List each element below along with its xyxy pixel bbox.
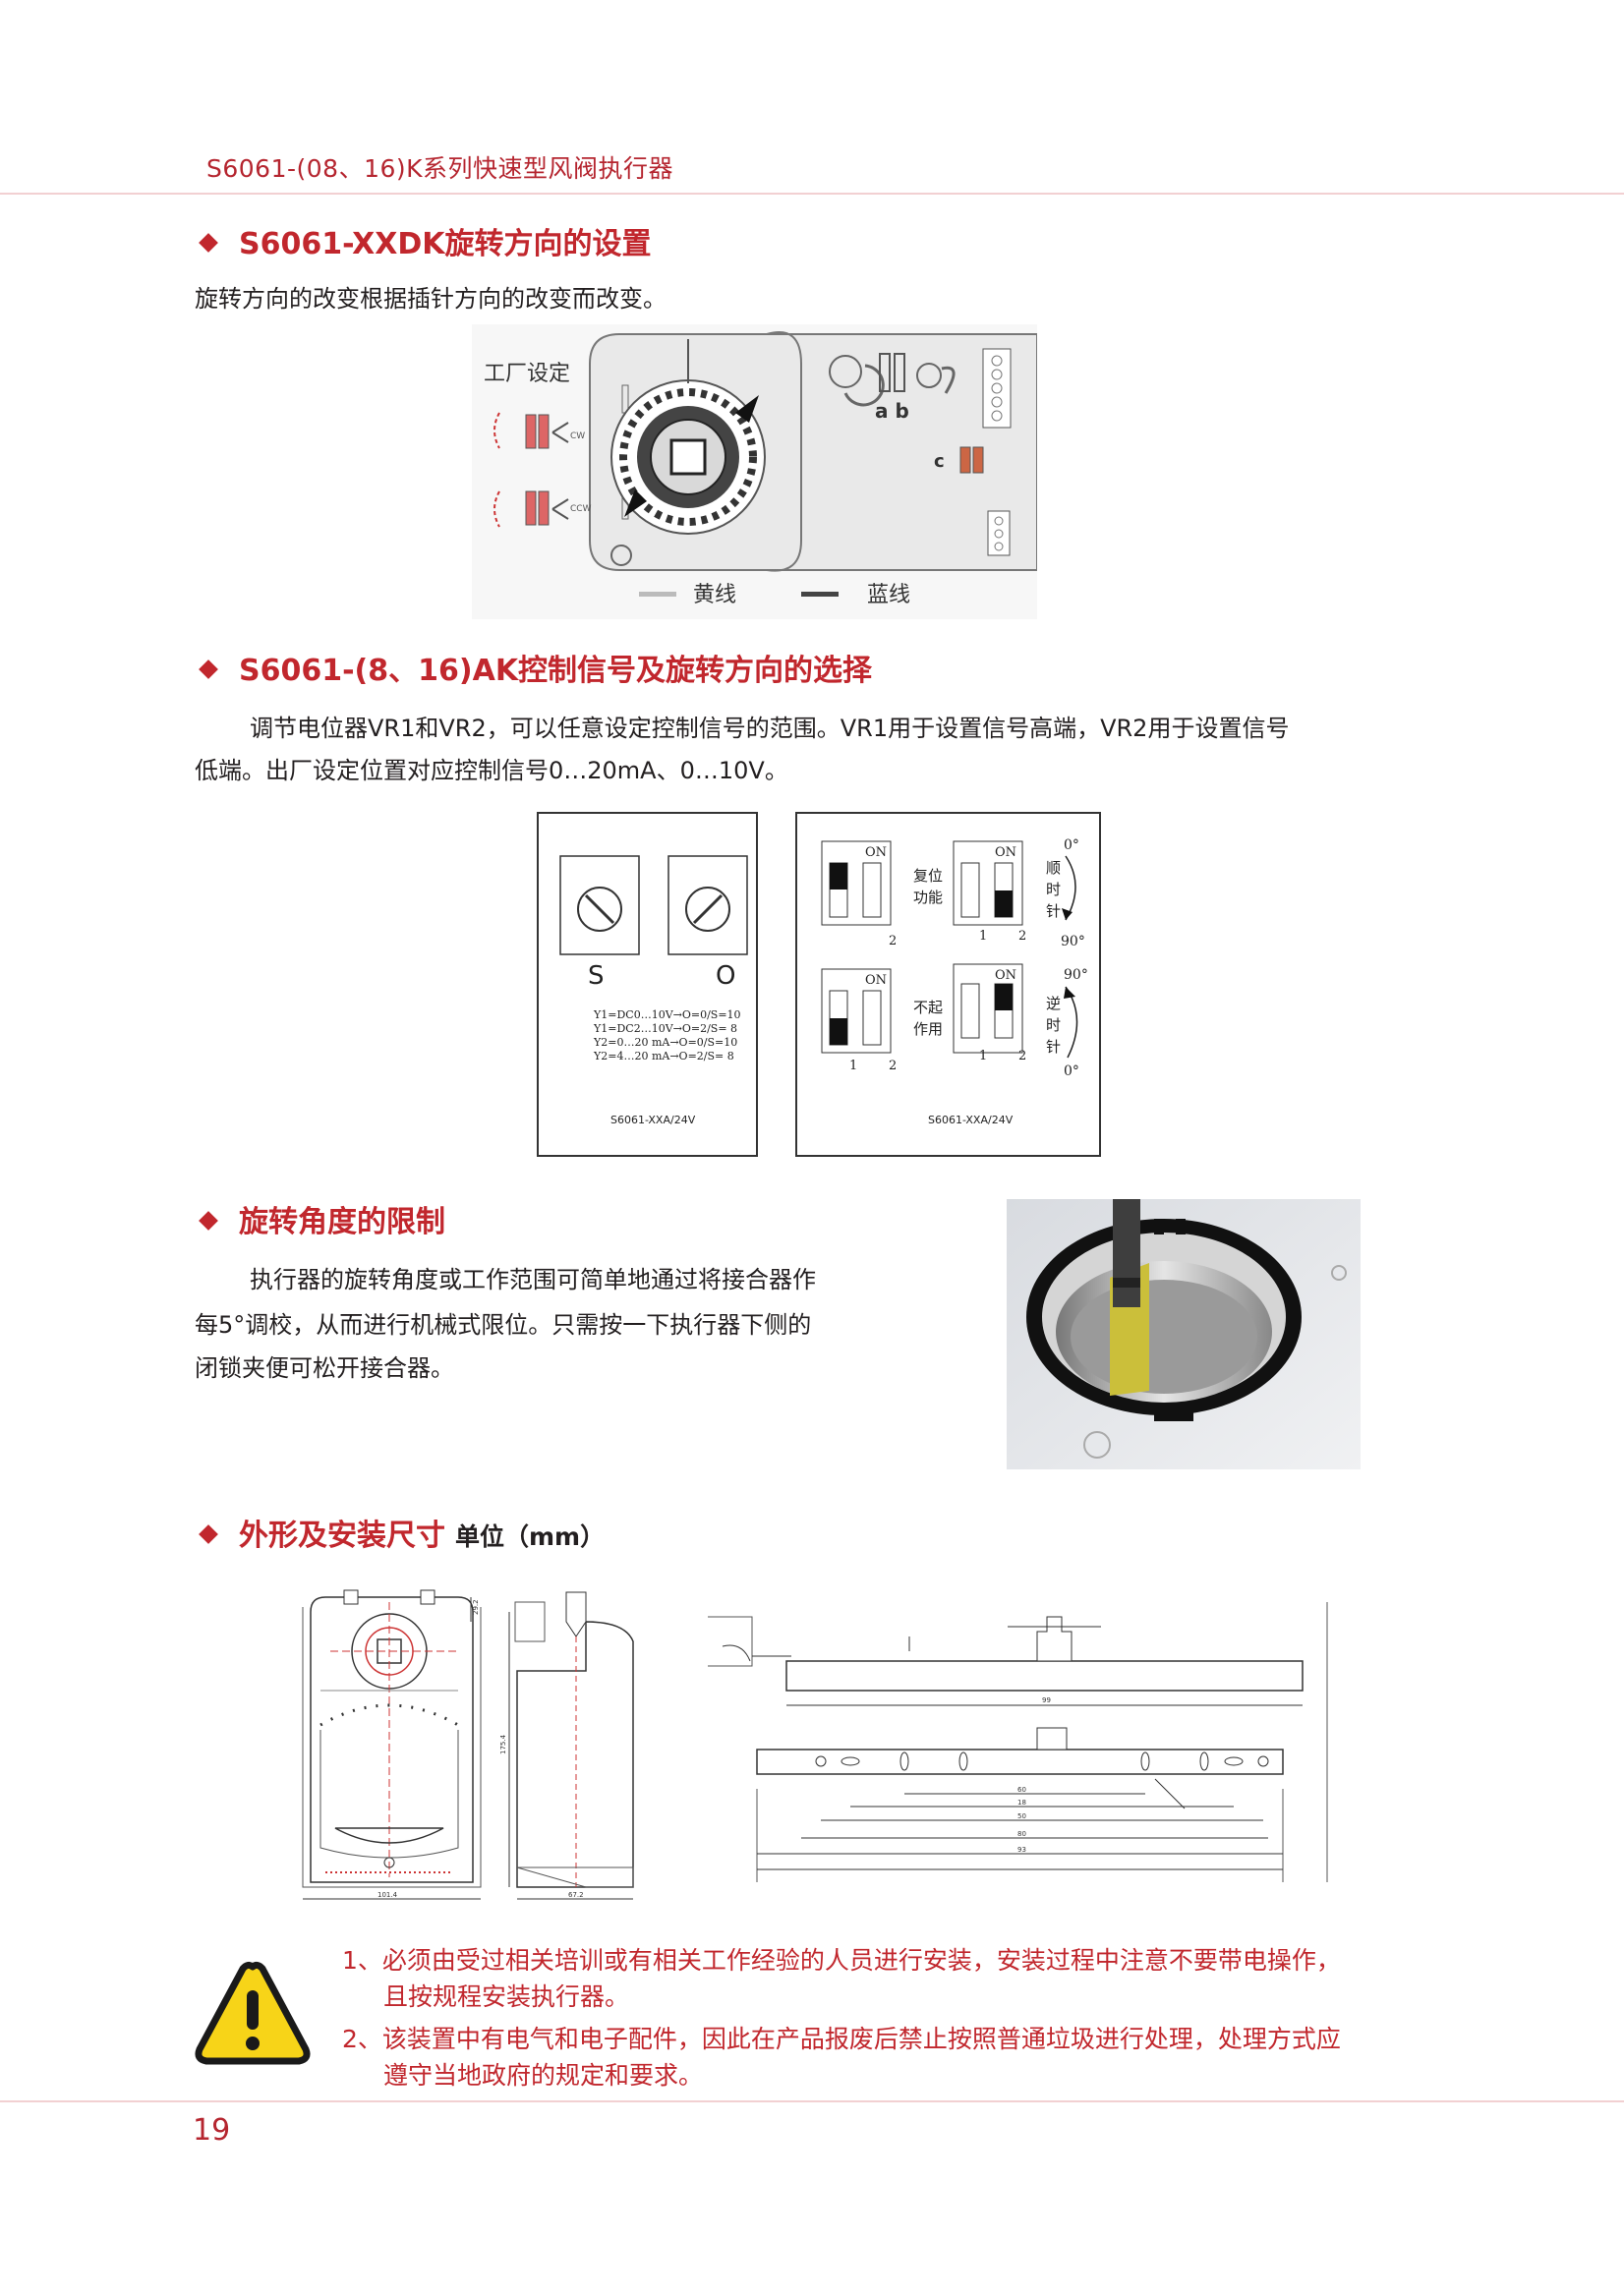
rotation-direction-figure: a b c 工厂设定 CW CCW 黄线 蓝线 [472, 324, 1037, 619]
dimension-label: 101.4 [377, 1891, 398, 1899]
control-signal-figure: S O Y1=DC0…10V→O=0/S=10 Y1=DC2…10V→O=2/S… [537, 812, 1101, 1157]
dimension-label: 99 [1042, 1696, 1051, 1704]
dimension-label: 80 [1017, 1830, 1026, 1838]
model-label: S6061-XXA/24V [610, 1114, 696, 1126]
header-divider [0, 193, 1624, 195]
dimension-label: 29.2 [472, 1599, 480, 1615]
section-title-rotation-setting: S6061-XXDK旋转方向的设置 [199, 219, 652, 262]
section-title-text: S6061-(8、16)AK控制信号及旋转方向的选择 [239, 654, 873, 688]
spec-line: Y1=DC2…10V→O=2/S= 8 [593, 1022, 737, 1035]
on-label: ON [995, 845, 1016, 860]
dimension-label: 93 [1017, 1846, 1026, 1854]
section-text: 旋转方向的改变根据插针方向的改变而改变。 [195, 285, 667, 313]
yellow-wire-label: 黄线 [693, 583, 736, 607]
dimension-label: 50 [1017, 1812, 1026, 1820]
num-label: 1 [979, 929, 987, 944]
paragraph-line: 执行器的旋转角度或工作范围可简单地通过将接合器作 [250, 1266, 816, 1293]
degree-label: 90° [1064, 967, 1088, 983]
paragraph-line: 调节电位器VR1和VR2，可以任意设定控制信号的范围。VR1用于设置信号高端，V… [250, 715, 1290, 742]
c-label: c [934, 451, 945, 472]
warning-line: 1、必须由受过相关培训或有相关工作经验的人员进行安装，安装过程中注意不要带电操作… [342, 1946, 1341, 1975]
ccw-label: CCW [570, 504, 592, 514]
warning-line: 且按规程安装执行器。 [383, 1982, 630, 2011]
no-effect-label: 不起 [913, 999, 943, 1016]
on-label: ON [865, 973, 887, 988]
ccw-char: 逆 [1046, 995, 1061, 1012]
num-label: 2 [889, 1059, 897, 1073]
page-number: 19 [193, 2113, 231, 2148]
paragraph-line: 每5°调校，从而进行机械式限位。只需按一下执行器下侧的 [195, 1311, 812, 1339]
actuator-outline-drawing: 101.4 29.2 175.4 67.2 [302, 1589, 634, 1900]
num-label: 1 [849, 1059, 857, 1073]
paragraph-line: 闭锁夹便可松开接合器。 [195, 1354, 454, 1382]
warning-triangle-icon [195, 1961, 311, 2065]
warning-line: 遵守当地政府的规定和要求。 [383, 2061, 704, 2090]
cw-char: 时 [1046, 881, 1061, 898]
num-label: 2 [1018, 929, 1026, 944]
model-label: S6061-XXA/24V [928, 1114, 1014, 1126]
diamond-bullet-icon [199, 660, 218, 679]
section-title-text: S6061-XXDK旋转方向的设置 [239, 227, 652, 261]
dimension-label: 60 [1017, 1786, 1026, 1794]
dimension-label: 67.2 [568, 1891, 584, 1899]
adapter-photo [1007, 1199, 1361, 1469]
cw-label: CW [570, 431, 585, 441]
degree-label: 90° [1061, 934, 1085, 949]
o-label: O [716, 961, 735, 991]
ccw-char: 时 [1046, 1016, 1061, 1034]
warning-line: 2、该装置中有电气和电子配件，因此在产品报废后禁止按照普通垃圾进行处理，处理方式… [342, 2025, 1341, 2053]
factory-setting-label: 工厂设定 [484, 362, 570, 386]
spec-line: Y1=DC0…10V→O=0/S=10 [593, 1008, 741, 1021]
num-label: 1 [979, 1049, 987, 1063]
ccw-char: 针 [1046, 1038, 1061, 1056]
dimension-label: 175.4 [499, 1734, 507, 1754]
degree-label: 0° [1064, 837, 1079, 853]
unit-label: 单位（mm） [455, 1522, 606, 1551]
running-header: S6061-(08、16)K系列快速型风阀执行器 [206, 154, 674, 183]
section-title-rotation-limit: 旋转角度的限制 [199, 1197, 445, 1240]
diamond-bullet-icon [199, 1211, 218, 1231]
spec-line: Y2=0…20 mA→O=0/S=10 [593, 1036, 737, 1049]
s-label: S [588, 961, 605, 991]
on-label: ON [995, 968, 1016, 983]
mounting-bracket-drawing: 99 60 18 50 80 93 [708, 1602, 1328, 1882]
diamond-bullet-icon [199, 1524, 218, 1544]
diamond-bullet-icon [199, 233, 218, 253]
section-title-text: 外形及安装尺寸 [239, 1519, 445, 1553]
no-effect-label: 作用 [913, 1020, 943, 1038]
num-label: 2 [889, 934, 897, 948]
degree-label: 0° [1064, 1063, 1079, 1079]
num-label: 2 [1018, 1049, 1026, 1063]
blue-wire-label: 蓝线 [867, 583, 910, 607]
paragraph-line: 低端。出厂设定位置对应控制信号0…20mA、0…10V。 [195, 757, 788, 784]
section-title-dimensions: 外形及安装尺寸单位（mm） [199, 1511, 606, 1554]
reset-label: 复位 [913, 867, 943, 885]
dimension-label: 18 [1017, 1799, 1026, 1807]
spec-line: Y2=4…20 mA→O=2/S= 8 [593, 1050, 734, 1062]
reset-label: 功能 [913, 889, 943, 906]
cw-char: 顺 [1046, 859, 1061, 877]
on-label: ON [865, 845, 887, 860]
ab-label: a b [875, 399, 909, 423]
footer-divider [0, 2100, 1624, 2102]
cw-char: 针 [1046, 902, 1061, 920]
section-title-text: 旋转角度的限制 [239, 1205, 445, 1239]
section-title-control-signal: S6061-(8、16)AK控制信号及旋转方向的选择 [199, 646, 873, 689]
